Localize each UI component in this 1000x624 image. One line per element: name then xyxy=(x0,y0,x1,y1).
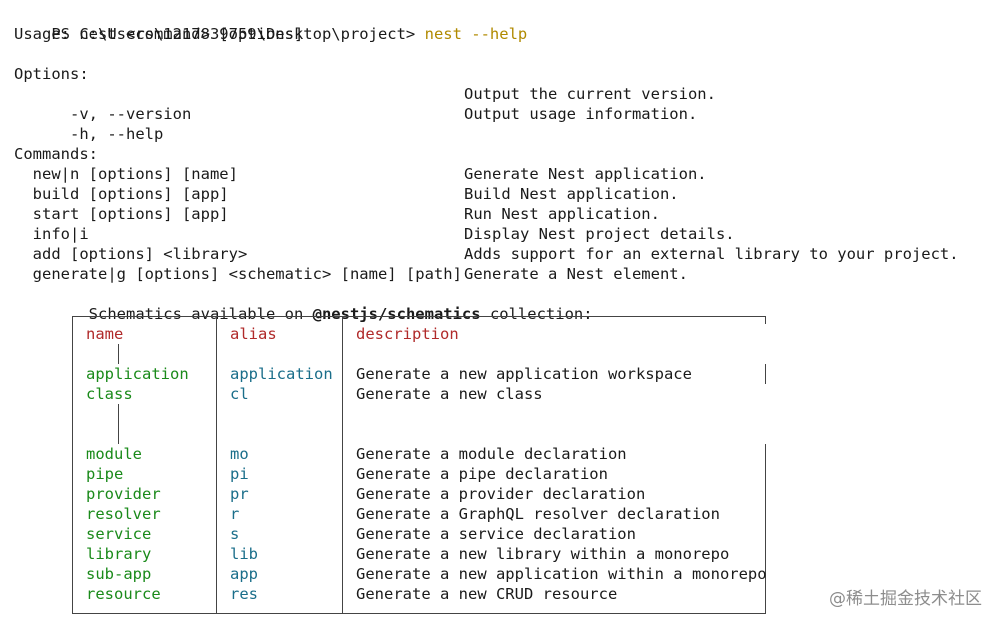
table-cell-description: Generate a service declaration xyxy=(356,525,636,543)
option-row: -v, --version xyxy=(14,84,191,123)
tree-connector xyxy=(118,404,119,444)
schematics-note-before: Schematics available on xyxy=(51,305,313,323)
command-desc: Display Nest project details. xyxy=(464,225,735,243)
table-divider xyxy=(216,316,217,614)
command-row: build [options] [app] xyxy=(14,185,229,203)
table-left-border xyxy=(72,316,73,614)
watermark: @稀土掘金技术社区 xyxy=(829,589,982,609)
table-header-alias: alias xyxy=(230,325,277,343)
option-flag: -h, --help xyxy=(51,125,164,143)
table-cell-alias: app xyxy=(230,565,258,583)
table-cell-description: Generate a new CRUD resource xyxy=(356,585,618,603)
option-desc: Output usage information. xyxy=(464,105,698,123)
table-cell-alias: s xyxy=(230,525,240,543)
command-row: info|i xyxy=(14,225,89,243)
table-header-name: name xyxy=(86,325,124,343)
table-cell-name: resolver xyxy=(86,505,161,523)
table-header-description: description xyxy=(356,325,459,343)
command-row: start [options] [app] xyxy=(14,205,229,223)
table-right-border xyxy=(765,316,766,324)
table-cell-alias: r xyxy=(230,505,240,523)
table-cell-name: provider xyxy=(86,485,161,503)
option-row: -h, --help xyxy=(14,104,163,143)
command-row: generate|g [options] <schematic> [name] … xyxy=(14,265,462,283)
table-cell-description: Generate a provider declaration xyxy=(356,485,646,503)
table-cell-name: application xyxy=(86,365,189,383)
table-cell-alias: pi xyxy=(230,465,249,483)
table-top-border xyxy=(72,316,766,317)
table-cell-alias: res xyxy=(230,585,258,603)
table-cell-alias: cl xyxy=(230,385,249,403)
command-desc: Generate Nest application. xyxy=(464,165,707,183)
table-cell-description: Generate a new library within a monorepo xyxy=(356,545,730,563)
table-cell-description: Generate a new application workspace xyxy=(356,365,692,383)
table-cell-alias: lib xyxy=(230,545,258,563)
table-cell-name: library xyxy=(86,545,152,563)
command-desc: Run Nest application. xyxy=(464,205,660,223)
usage-line: Usage: nest <command> [options] xyxy=(14,25,304,43)
table-cell-name: class xyxy=(86,385,133,403)
table-cell-name: resource xyxy=(86,585,161,603)
table-cell-description: Generate a pipe declaration xyxy=(356,465,608,483)
table-cell-alias: pr xyxy=(230,485,249,503)
table-cell-name: module xyxy=(86,445,142,463)
commands-header: Commands: xyxy=(14,145,98,163)
table-cell-name: service xyxy=(86,525,152,543)
option-desc: Output the current version. xyxy=(464,85,716,103)
table-bottom-border xyxy=(72,613,766,614)
option-flag: -v, --version xyxy=(51,105,192,123)
table-right-border xyxy=(765,444,766,614)
table-cell-description: Generate a new class xyxy=(356,385,543,403)
schematics-note-after: collection: xyxy=(480,305,593,323)
table-cell-description: Generate a new application within a mono… xyxy=(356,565,767,583)
table-cell-alias: application xyxy=(230,365,333,383)
options-header: Options: xyxy=(14,65,89,83)
schematics-table: name alias description application appli… xyxy=(72,316,767,614)
table-cell-name: sub-app xyxy=(86,565,152,583)
table-cell-description: Generate a GraphQL resolver declaration xyxy=(356,505,720,523)
schematics-note: Schematics available on @nestjs/schemati… xyxy=(14,284,593,323)
command-desc: Build Nest application. xyxy=(464,185,679,203)
command-row: new|n [options] [name] xyxy=(14,165,238,183)
table-cell-name: pipe xyxy=(86,465,124,483)
table-divider xyxy=(342,316,343,614)
table-cell-description: Generate a module declaration xyxy=(356,445,627,463)
prompt-prefix: PS C:\Users\1217839759\Desktop\project> xyxy=(51,25,425,43)
command-row: add [options] <library> xyxy=(14,245,248,263)
prompt-command: nest --help xyxy=(424,25,528,43)
tree-connector xyxy=(118,344,119,364)
command-desc: Generate a Nest element. xyxy=(464,265,688,283)
table-cell-alias: mo xyxy=(230,445,249,463)
prompt-line: PS C:\Users\1217839759\Desktop\project> … xyxy=(14,4,527,43)
schematics-package: @nestjs/schematics xyxy=(312,305,481,323)
table-right-border xyxy=(765,364,766,384)
command-desc: Adds support for an external library to … xyxy=(464,245,959,263)
